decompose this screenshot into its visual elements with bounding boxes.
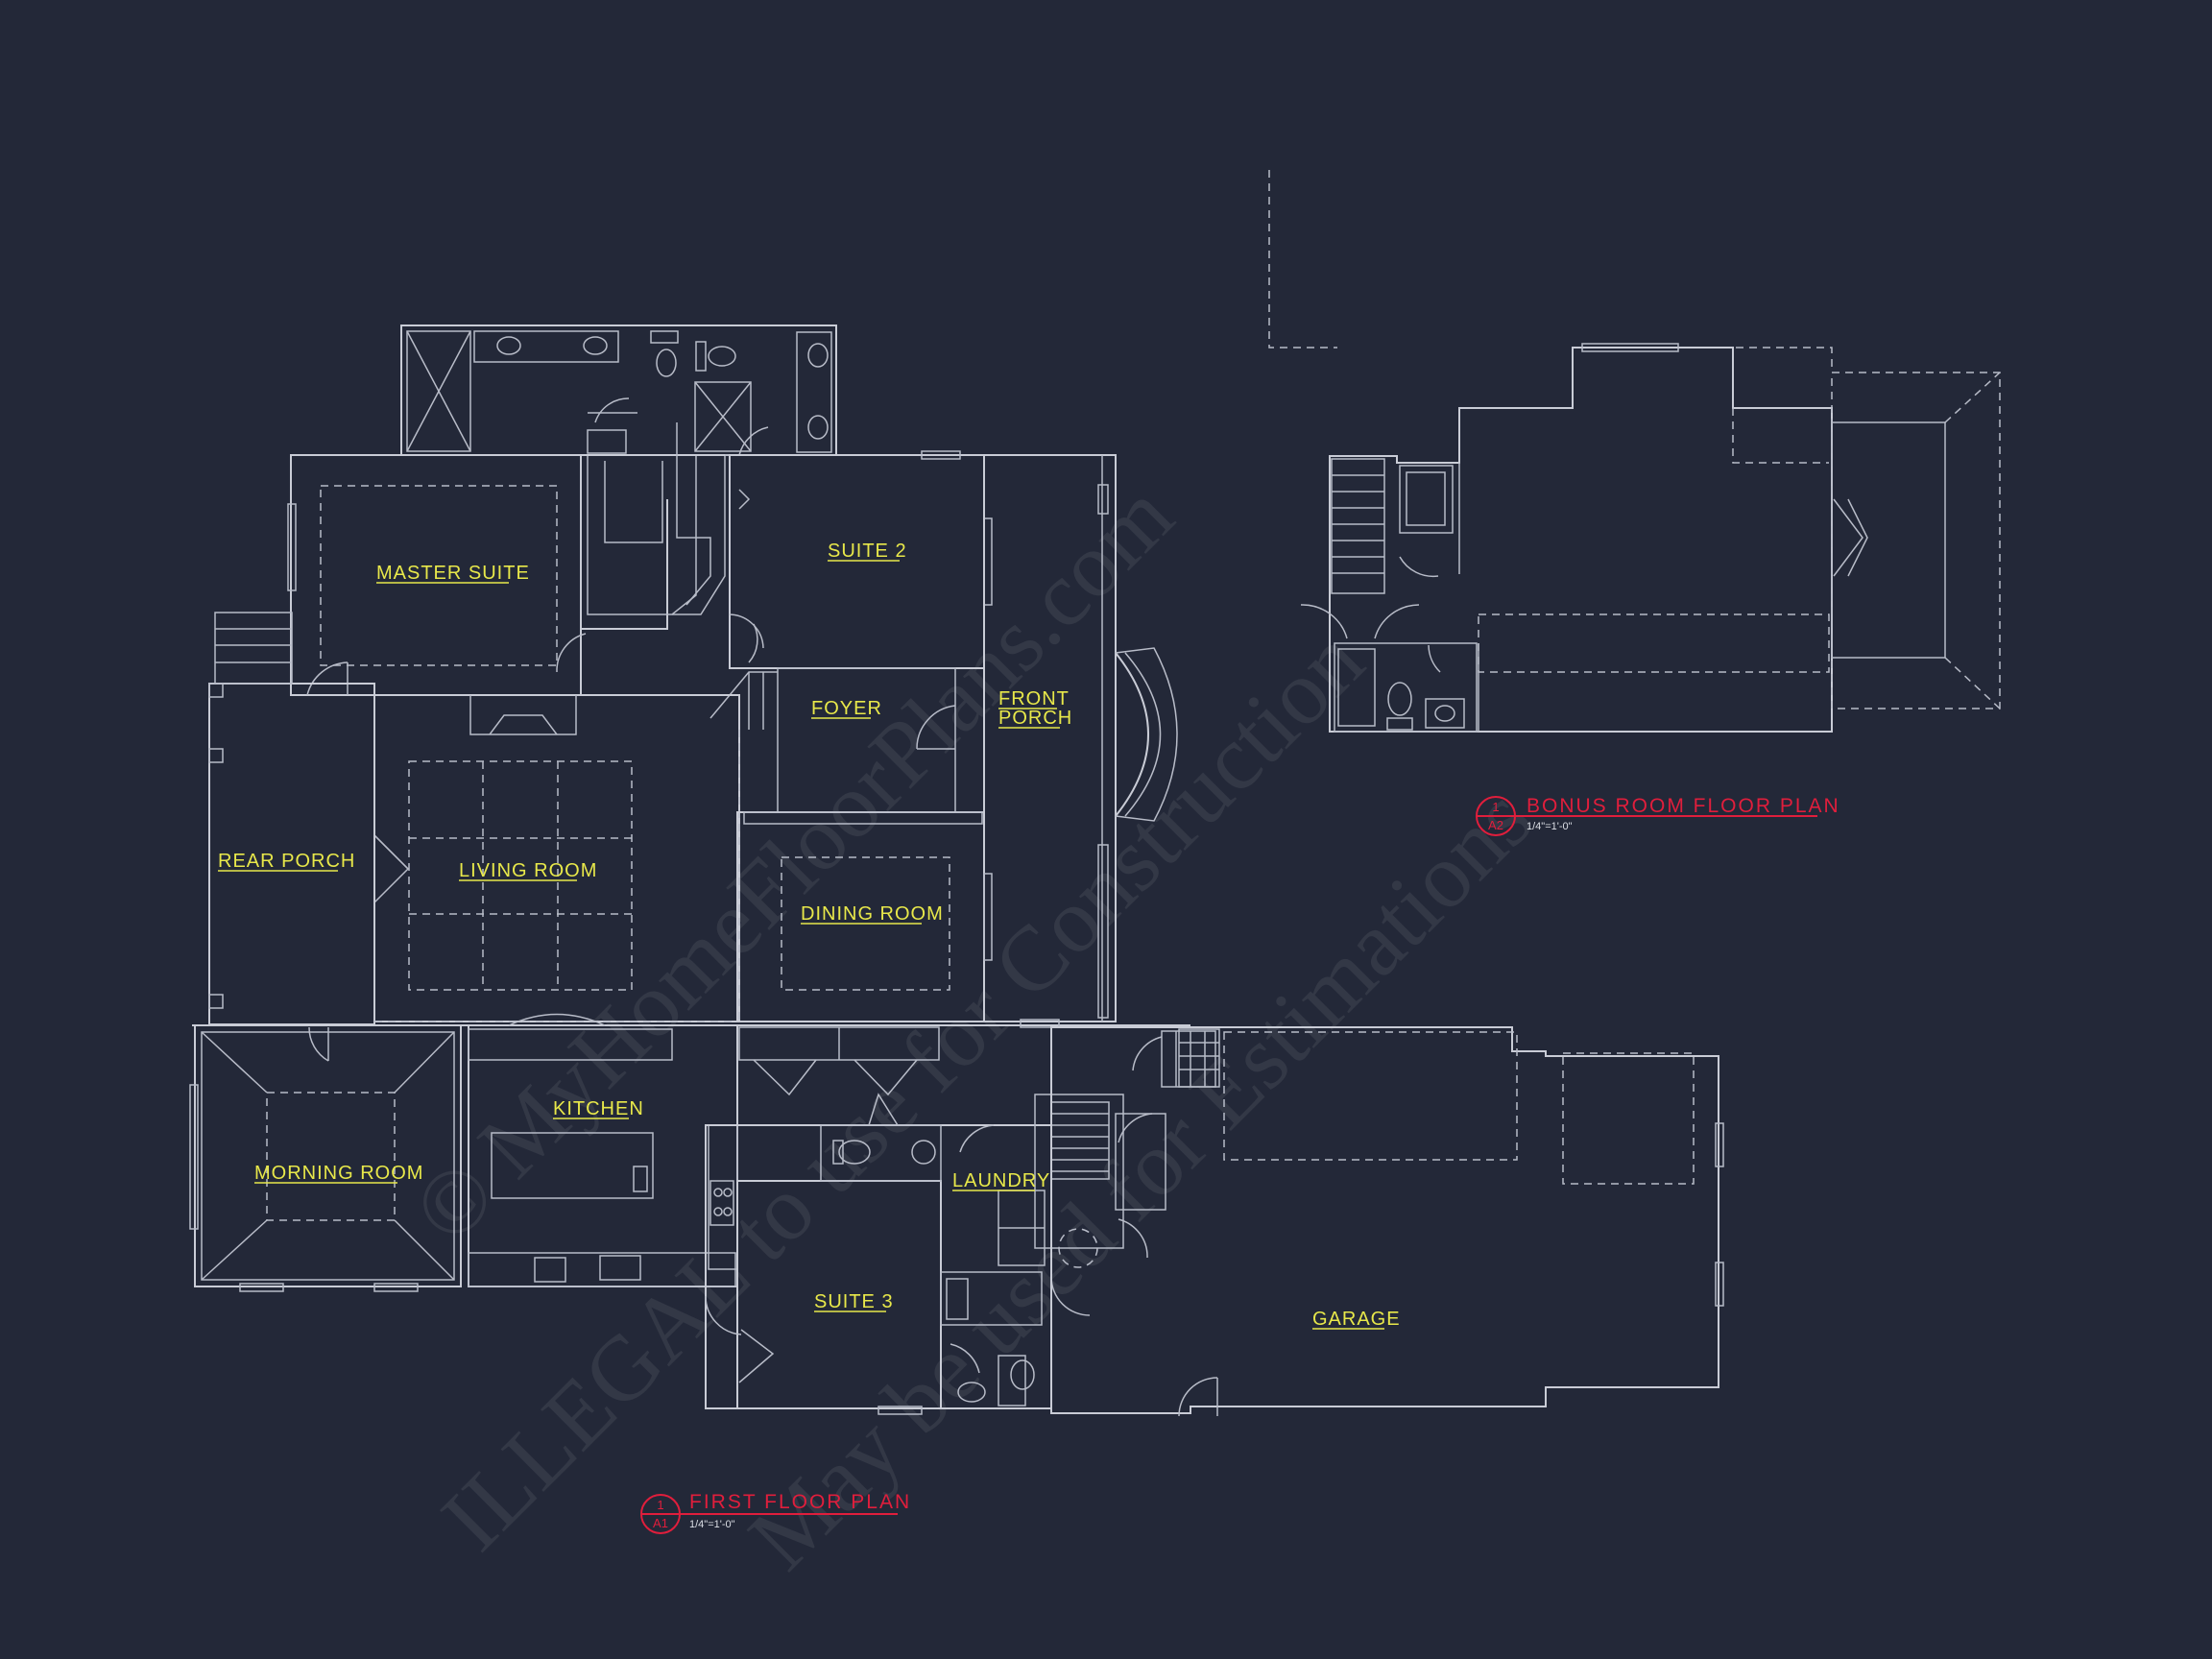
label-suite-3: SUITE 3 (814, 1291, 894, 1312)
label-laundry: LAUNDRY (952, 1170, 1050, 1191)
bonus-room-scale: 1/4"=1'-0" (1527, 821, 1573, 832)
first-floor-bubble-bottom: A1 (653, 1516, 668, 1530)
first-floor-scale: 1/4"=1'-0" (689, 1519, 735, 1530)
bonus-bath (1334, 642, 1478, 733)
front-porch (983, 454, 1178, 1022)
master-bath (400, 325, 837, 456)
first-floor-plan: MASTER SUITE SUITE 2 FOYER FRONT PORCH R… (189, 325, 1724, 1534)
morning-room (189, 1024, 462, 1292)
bonus-room-title: 1 A2 BONUS ROOM FLOOR PLAN 1/4"=1'-0" (1476, 795, 1840, 836)
suite-3-wing (705, 1093, 1052, 1415)
first-floor-title-text: FIRST FLOOR PLAN (689, 1491, 911, 1513)
closets-row (738, 1026, 1216, 1096)
rear-porch (208, 612, 410, 1025)
label-front-porch-1: FRONT (998, 688, 1070, 709)
label-front-porch-2: PORCH (998, 708, 1072, 729)
bonus-deck (1831, 372, 2001, 709)
bonus-bubble-top: 1 (1492, 800, 1499, 814)
living-room (373, 694, 740, 1022)
label-kitchen: KITCHEN (553, 1098, 644, 1119)
label-dining-room: DINING ROOM (801, 903, 944, 925)
dining-room (736, 811, 993, 1022)
first-floor-bubble-top: 1 (657, 1498, 663, 1512)
first-floor-labels: MASTER SUITE SUITE 2 FOYER FRONT PORCH R… (218, 541, 1401, 1330)
label-garage: GARAGE (1312, 1309, 1401, 1330)
garage (1050, 1026, 1724, 1417)
first-floor-title: 1 A1 FIRST FLOOR PLAN 1/4"=1'-0" (640, 1491, 911, 1534)
label-rear-porch: REAR PORCH (218, 851, 355, 872)
bonus-room-plan: 1 A2 BONUS ROOM FLOOR PLAN 1/4"=1'-0" (1268, 170, 2001, 836)
bonus-room-title-text: BONUS ROOM FLOOR PLAN (1527, 795, 1840, 817)
kitchen (468, 1013, 738, 1287)
label-morning-room: MORNING ROOM (254, 1163, 423, 1184)
label-suite-2: SUITE 2 (828, 541, 907, 562)
bonus-stairs (1300, 458, 1454, 639)
hall-closets (556, 397, 769, 673)
bonus-bubble-bottom: A2 (1488, 818, 1503, 832)
label-foyer: FOYER (811, 698, 882, 719)
label-living-room: LIVING ROOM (459, 860, 597, 881)
label-master-suite: MASTER SUITE (376, 563, 530, 584)
